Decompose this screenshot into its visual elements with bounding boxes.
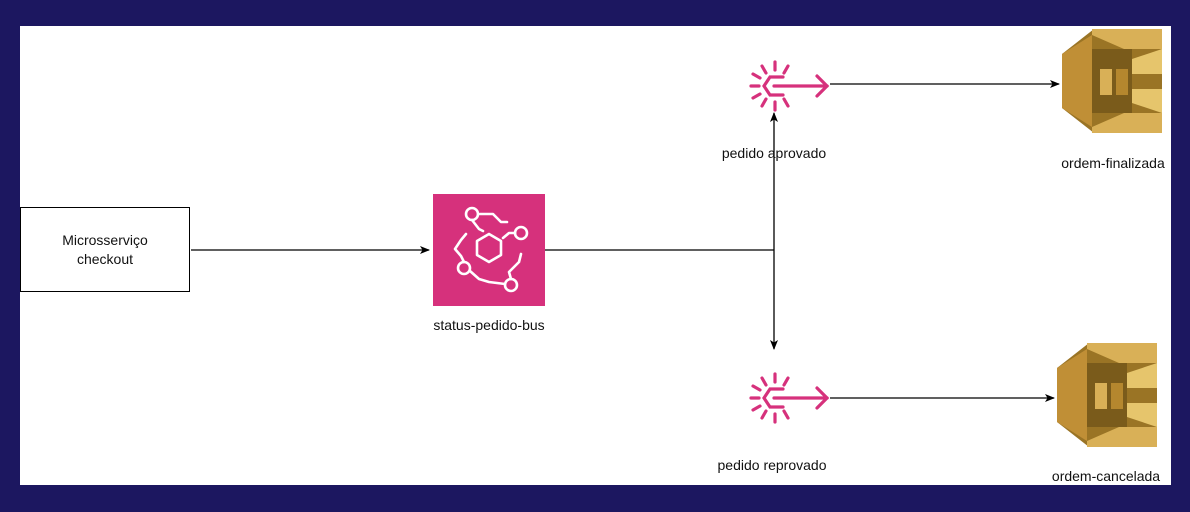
- eventbridge-bus-icon: [433, 194, 545, 306]
- diagram-canvas: Microsserviço checkout status-pedido-bus…: [20, 26, 1171, 485]
- rule-approved-label: pedido aprovado: [721, 145, 827, 161]
- rule-rejected-label: pedido reprovado: [717, 457, 827, 473]
- eventbridge-rule-icon-rejected: [749, 372, 830, 424]
- sqs-queue-icon-finalized: [1062, 29, 1162, 133]
- eventbridge-rule-icon-approved: [749, 60, 830, 112]
- queue-finalized-label: ordem-finalizada: [1061, 155, 1165, 171]
- sqs-queue-icon-cancelled: [1057, 343, 1157, 447]
- microservice-label: Microsserviço checkout: [62, 231, 148, 267]
- edges-layer: [191, 29, 1162, 447]
- queue-cancelled-label: ordem-cancelada: [1051, 468, 1161, 484]
- bus-label: status-pedido-bus: [433, 317, 545, 333]
- microservice-checkout-node[interactable]: Microsserviço checkout: [20, 207, 190, 292]
- microservice-label-line1: Microsserviço: [62, 232, 148, 249]
- microservice-label-line2: checkout: [76, 250, 134, 267]
